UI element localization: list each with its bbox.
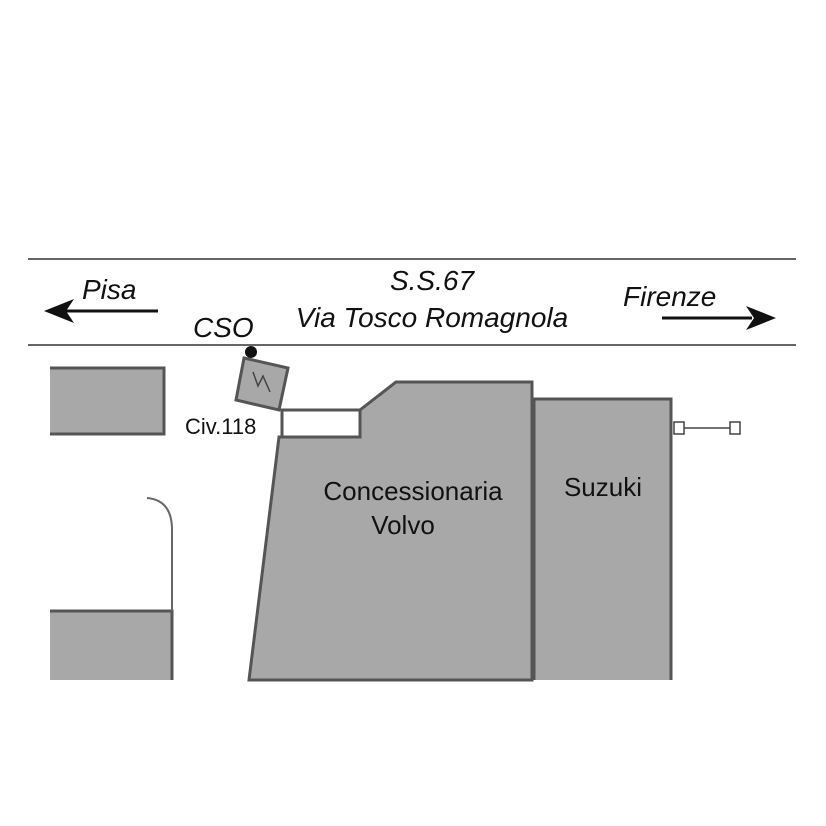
road-code-label: S.S.67 xyxy=(390,265,475,296)
building-left-top xyxy=(50,366,166,436)
building-left-bottom-fill xyxy=(50,612,171,680)
volvo-label-line1: Concessionaria xyxy=(323,476,503,506)
side-road-curve xyxy=(146,497,173,611)
address-label: Civ.118 xyxy=(185,414,256,439)
driveway-civ118 xyxy=(280,408,362,439)
direction-east-label: Firenze xyxy=(623,281,716,312)
road-name-label: Via Tosco Romagnola xyxy=(296,302,568,333)
suzuki-label: Suzuki xyxy=(564,472,642,502)
station-label: CSO xyxy=(193,312,254,343)
arrow-west-icon xyxy=(44,299,158,323)
direction-west-label: Pisa xyxy=(82,274,136,305)
volvo-label-line2: Volvo xyxy=(371,510,435,540)
boundary-line-icon xyxy=(673,421,741,435)
arrow-east-icon xyxy=(662,306,776,330)
station-marker-icon xyxy=(245,346,257,358)
station-cabinet-icon xyxy=(234,356,290,412)
building-volvo xyxy=(247,380,534,682)
building-suzuki xyxy=(532,397,673,680)
